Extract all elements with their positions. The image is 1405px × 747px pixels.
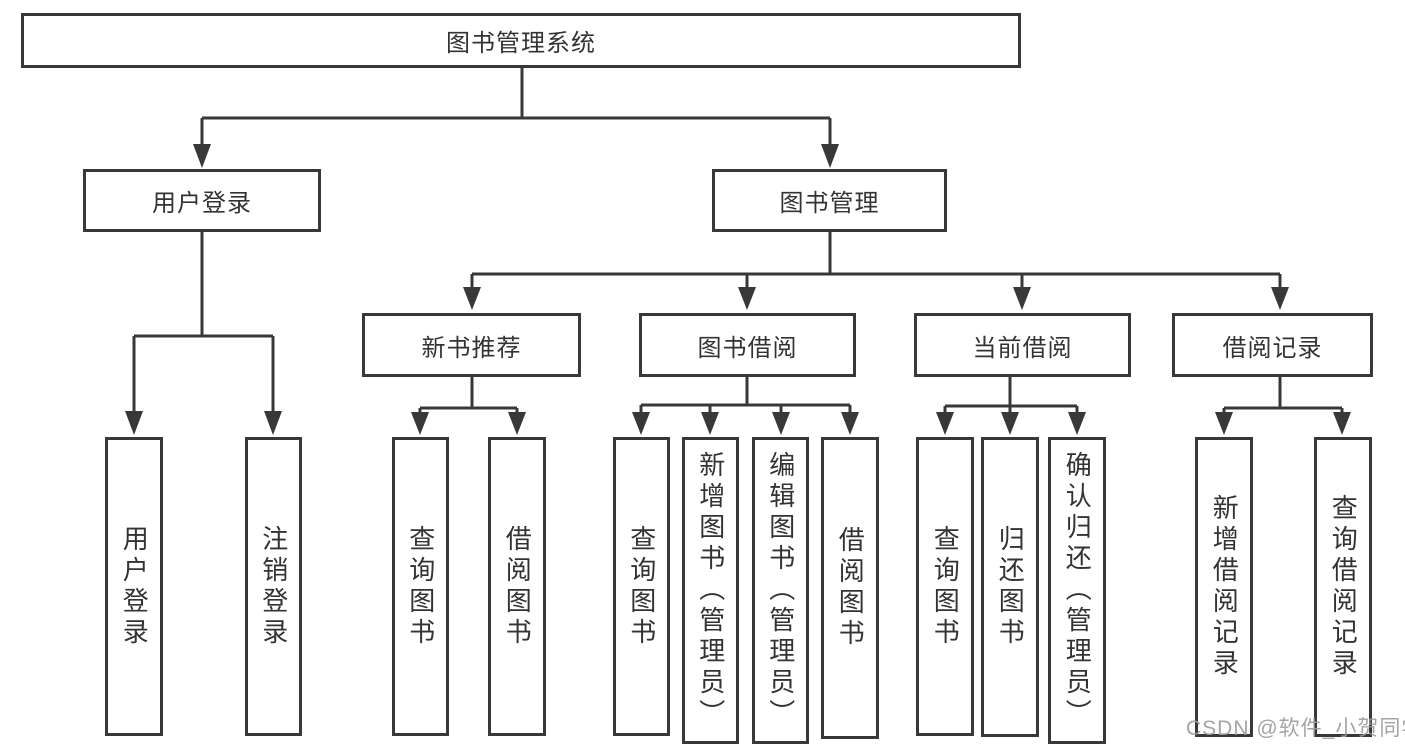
leaf-add-book-admin-label: 新增图书（管理员） [695,451,726,730]
node-current-borrow: 当前借阅 [914,313,1131,377]
leaf-query-books-current: 查询图书 [916,437,974,736]
leaf-query-books-current-label: 查询图书 [930,524,961,649]
leaf-query-books-borrow: 查询图书 [613,437,670,736]
watermark: CSDN @软件_小贺同学 [1186,717,1405,740]
node-current-borrow-label: 当前借阅 [972,334,1073,362]
leaf-borrow-books-2-label: 借阅图书 [835,526,866,650]
leaf-borrow-books-recommend: 借阅图书 [488,437,546,736]
node-root: 图书管理系统 [21,13,1021,68]
leaf-query-books-borrow-label: 查询图书 [626,524,657,649]
leaf-query-books-recommend: 查询图书 [392,437,449,736]
node-new-book-recommend: 新书推荐 [362,313,581,377]
leaf-add-borrow-record-label: 新增借阅记录 [1209,494,1240,680]
node-user-login-label: 用户登录 [152,190,252,217]
leaf-query-borrow-record-label: 查询借阅记录 [1328,494,1359,680]
branch-book-borrow [632,377,859,435]
branch-new-book-recommend [411,377,526,435]
branch-root [193,68,839,168]
node-book-borrow: 图书借阅 [639,313,856,377]
leaf-logout: 注销登录 [245,437,302,736]
node-root-label: 图书管理系统 [446,30,596,57]
leaf-confirm-return-admin-label: 确认归还（管理员） [1062,451,1093,730]
node-new-book-recommend-label: 新书推荐 [421,334,522,362]
leaf-user-login-label: 用户登录 [119,524,150,649]
branch-borrow-records [1215,377,1351,435]
leaf-return-book-label: 归还图书 [995,525,1026,649]
node-book-borrow-label: 图书借阅 [697,334,798,362]
branch-user-login [125,232,282,435]
node-user-login: 用户登录 [83,169,321,232]
leaf-borrow-books-recommend-label: 借阅图书 [502,524,533,649]
leaf-edit-book-admin: 编辑图书（管理员） [752,437,809,744]
leaf-borrow-books-2: 借阅图书 [821,437,879,739]
node-book-management-label: 图书管理 [779,190,880,217]
leaf-query-borrow-record: 查询借阅记录 [1314,437,1372,737]
node-borrow-records: 借阅记录 [1172,313,1373,377]
branch-book-management [463,232,1289,310]
leaf-query-books-recommend-label: 查询图书 [405,524,436,649]
leaf-logout-label: 注销登录 [258,524,289,649]
branch-current-borrow [936,377,1086,435]
leaf-add-borrow-record: 新增借阅记录 [1195,437,1253,737]
leaf-add-book-admin: 新增图书（管理员） [682,437,739,744]
node-book-management: 图书管理 [712,169,947,232]
node-borrow-records-label: 借阅记录 [1222,334,1323,362]
leaf-confirm-return-admin: 确认归还（管理员） [1048,437,1106,744]
leaf-user-login: 用户登录 [105,437,163,736]
leaf-edit-book-admin-label: 编辑图书（管理员） [765,451,796,730]
leaf-return-book: 归还图书 [981,437,1039,737]
